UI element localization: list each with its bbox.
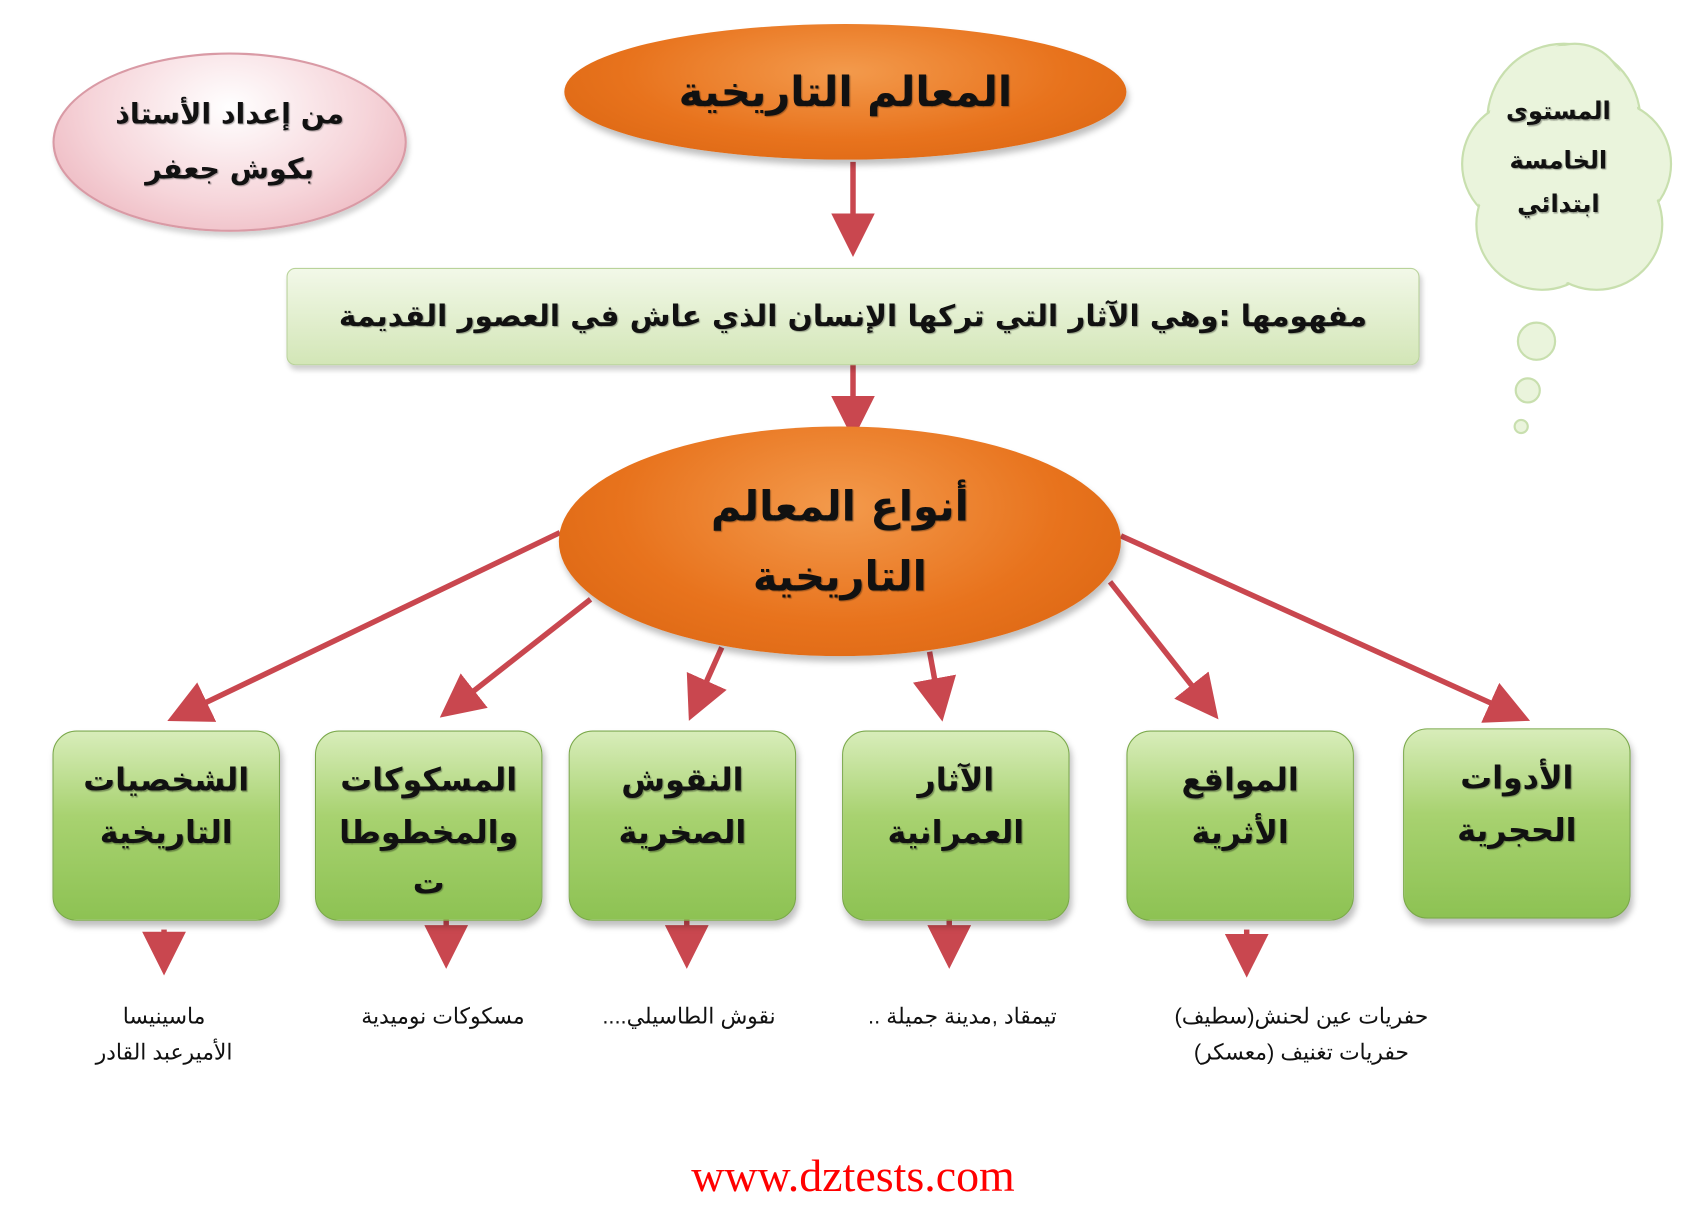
example-line: ماسينيسا [122,1005,206,1030]
type-box-urban-ruins: الآثار العمرانية [842,730,1070,921]
arrow-to-tools [1119,533,1531,723]
author-ellipse: من إعداد الأستاذ بكوش جعفر [52,52,407,232]
type-box-coins-manuscripts: المسكوكات والمخطوطا ت [314,730,543,921]
types-title-line2: التاريخية [752,552,927,601]
title-ellipse: المعالم التاريخية [564,24,1127,160]
example-people: ماسينيسا الأميرعبد القادر [55,1000,274,1072]
example-coins: مسكوكات نوميدية [361,1005,525,1030]
level-line2: الخامسة [1509,147,1608,175]
thought-bubble-large [1516,321,1557,361]
type-label: النقوش [621,761,744,799]
level-cloud-text: المستوى الخامسة ابتدائي [1471,85,1646,227]
level-line1: المستوى [1505,98,1611,126]
thought-bubble-medium [1514,377,1541,404]
type-label: ت [412,863,445,902]
type-label: المواقع [1181,761,1299,799]
arrow-to-sites [1107,580,1219,720]
type-label: الصخرية [618,813,747,851]
type-label: والمخطوطا [339,813,519,851]
type-label: المسكوكات [340,761,518,799]
type-box-stone-tools: الأدوات الحجرية [1403,728,1631,919]
types-ellipse: أنواع المعالم التاريخية [558,426,1121,657]
arrow-to-rock [686,646,727,721]
author-line1: من إعداد الأستاذ [115,98,344,132]
example-line: حفريات تغنيف (معسكر) [1193,1041,1409,1066]
arrow-to-people [167,530,562,722]
example-line: حفريات عين لحنش(سطيف) [1174,1005,1429,1030]
type-label: الشخصيات [83,761,250,799]
type-box-archaeological-sites: المواقع الأثرية [1126,730,1354,921]
type-box-rock-engravings: النقوش الصخرية [568,730,797,921]
type-label: الحجرية [1457,811,1577,849]
example-rock: نقوش الطاسيلي.... [602,1005,776,1030]
arrow-to-coins [439,597,593,718]
example-line: الأميرعبد القادر [95,1041,233,1066]
definition-text: مفهومها :وهي الآثار التي تركها الإنسان ا… [338,299,1368,334]
thought-bubble-small [1513,418,1529,435]
type-label: الأثرية [1191,813,1289,851]
type-label: التاريخية [99,813,233,851]
arrow-to-urban [913,651,957,722]
author-line2: بكوش جعفر [145,153,315,186]
type-label: العمرانية [887,813,1025,851]
example-sites: حفريات عين لحنش(سطيف) حفريات تغنيف (معسك… [1137,1000,1465,1072]
types-title-line1: أنواع المعالم [710,482,969,531]
definition-box: مفهومها :وهي الآثار التي تركها الإنسان ا… [286,267,1420,366]
example-urban: تيمقاد ,مدينة جميلة .. [868,1005,1057,1030]
type-box-historical-figures: الشخصيات التاريخية [52,730,280,921]
type-label: الأدوات [1460,758,1574,797]
level-line3: ابتدائي [1517,191,1600,219]
footer-url[interactable]: www.dztests.com [691,1151,1015,1202]
title: المعالم التاريخية [678,67,1013,116]
type-label: الآثار [917,761,995,799]
